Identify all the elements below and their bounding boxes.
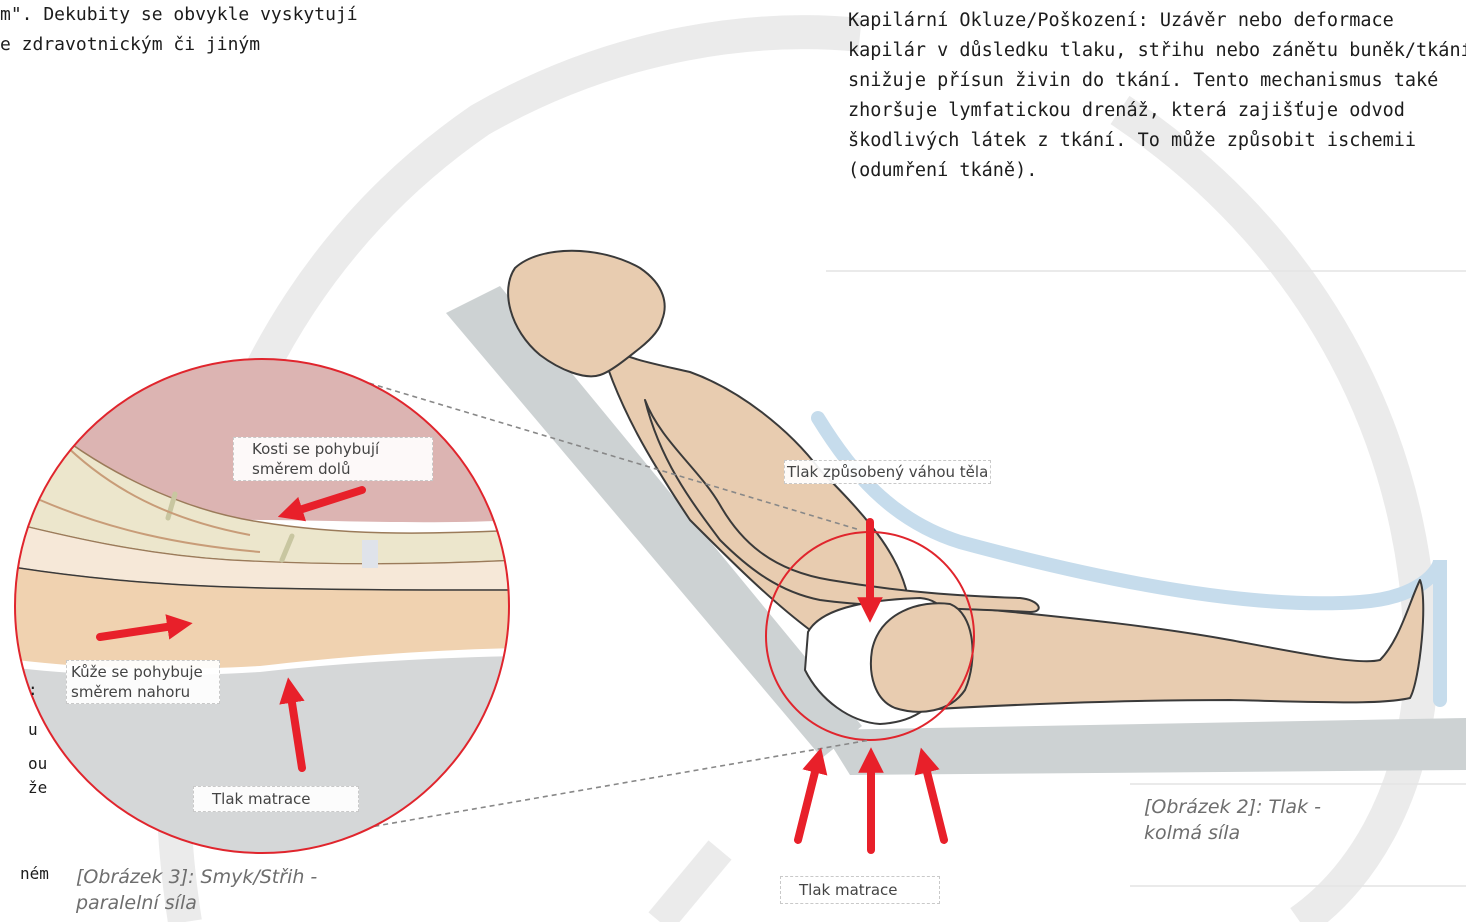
intro-text-fragment: m". Dekubity se obvykle vyskytují e zdra… bbox=[0, 0, 358, 60]
label-skin-moves-up: Kůže se pohybuje směrem nahoru bbox=[66, 660, 220, 704]
intro-line-2: e zdravotnickým či jiným bbox=[0, 30, 358, 60]
left-fragment-5: ném bbox=[20, 864, 49, 884]
background-arc-bottom bbox=[660, 850, 720, 922]
label-mattress-pressure-zoom: Tlak matrace bbox=[193, 786, 359, 812]
label-bones-move-down: Kosti se pohybují směrem dolů bbox=[233, 437, 433, 481]
left-fragment-3: ou bbox=[28, 754, 47, 774]
label-body-weight-pressure: Tlak způsobený váhou těla bbox=[784, 460, 991, 484]
caption-shear: [Obrázek 3]: Smyk/Střih - paralelní síla bbox=[76, 864, 376, 916]
occlusion-line-5: škodlivých látek z tkání. To může způsob… bbox=[848, 126, 1466, 156]
arrow-mattress-left bbox=[798, 760, 818, 840]
occlusion-line-2: kapilár v důsledku tlaku, střihu nebo zá… bbox=[848, 36, 1466, 66]
left-fragment-1: : bbox=[28, 680, 38, 700]
occlusion-line-6: (odumření tkáně). bbox=[848, 156, 1466, 186]
occlusion-line-4: zhoršuje lymfatickou drenáž, která zajiš… bbox=[848, 96, 1466, 126]
label-mattress-pressure-main: Tlak matrace bbox=[780, 876, 940, 904]
intro-line-1: m". Dekubity se obvykle vyskytují bbox=[0, 0, 358, 30]
occlusion-paragraph: Kapilární Okluze/Poškození: Uzávěr nebo … bbox=[848, 6, 1466, 186]
left-fragment-2: u bbox=[28, 720, 38, 740]
occlusion-line-3: snižuje přísun živin do tkání. Tento mec… bbox=[848, 66, 1466, 96]
left-fragment-4: že bbox=[28, 778, 47, 798]
bed-base bbox=[822, 718, 1466, 775]
caption-pressure: [Obrázek 2]: Tlak - kolmá síla bbox=[1144, 794, 1334, 846]
occlusion-line-1: Kapilární Okluze/Poškození: Uzávěr nebo … bbox=[848, 6, 1466, 36]
